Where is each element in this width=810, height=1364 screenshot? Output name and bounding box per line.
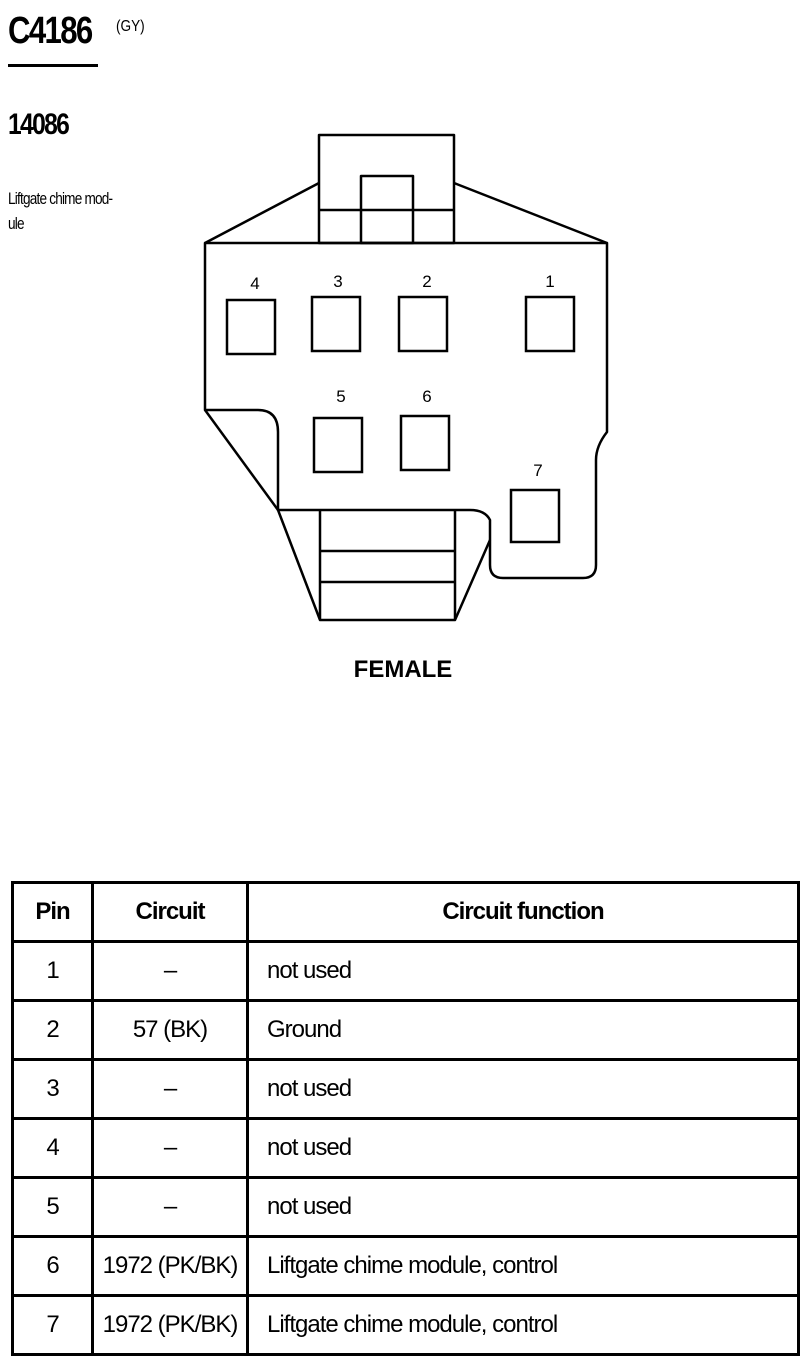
pin-cavities	[225, 295, 576, 544]
table-row: 4 – not used	[11, 1117, 800, 1179]
pin-label-2: 2	[422, 272, 431, 291]
pin-cell: 6	[11, 1235, 94, 1297]
table-row: 2 57 (BK) Ground	[11, 999, 800, 1061]
gender-label: FEMALE	[354, 656, 453, 683]
pin-cavity-7	[509, 488, 561, 544]
circuit-cell: 1972 (PK/BK)	[91, 1235, 249, 1297]
table-row: 3 – not used	[11, 1058, 800, 1120]
pin-label-6: 6	[422, 387, 431, 406]
function-cell: Liftgate chime module, control	[246, 1294, 800, 1356]
pin-label-7: 7	[533, 461, 542, 480]
function-cell: not used	[246, 940, 800, 1002]
table-row: 5 – not used	[11, 1176, 800, 1238]
pin-cell: 3	[11, 1058, 94, 1120]
pin-label-5: 5	[336, 387, 345, 406]
function-cell: Liftgate chime module, control	[246, 1235, 800, 1297]
pin-label-4: 4	[250, 274, 259, 293]
connector-color: (GY)	[116, 18, 145, 35]
connector-housing-outline	[203, 133, 609, 622]
function-cell: not used	[246, 1058, 800, 1120]
connector-id-underline	[8, 64, 98, 67]
pinout-table: Pin Circuit Circuit function 1 – not use…	[11, 881, 800, 1356]
circuit-cell: –	[91, 940, 249, 1002]
pin-cavity-6	[399, 414, 451, 472]
header-circuit: Circuit	[91, 881, 249, 943]
top-latch-block	[317, 133, 456, 245]
table-row: 6 1972 (PK/BK) Liftgate chime module, co…	[11, 1235, 800, 1297]
header-pin: Pin	[11, 881, 94, 943]
pin-cavity-5	[312, 416, 364, 474]
function-cell: Ground	[246, 999, 800, 1061]
component-description: Liftgate chime mod- ule	[8, 189, 113, 233]
circuit-cell: –	[91, 1176, 249, 1238]
table-row: 7 1972 (PK/BK) Liftgate chime module, co…	[11, 1294, 800, 1356]
pin-cell: 2	[11, 999, 94, 1061]
pin-label-1: 1	[545, 272, 554, 291]
pin-cavity-3	[310, 295, 362, 353]
pin-cavity-2	[397, 295, 449, 353]
circuit-cell: –	[91, 1058, 249, 1120]
circuit-cell: 57 (BK)	[91, 999, 249, 1061]
circuit-cell: 1972 (PK/BK)	[91, 1294, 249, 1356]
main-body	[203, 241, 609, 580]
table-row: 1 – not used	[11, 940, 800, 1002]
connector-face-diagram: 4 3 2 1 5 6 7 FEMALE	[203, 133, 609, 683]
function-cell: not used	[246, 1117, 800, 1179]
function-cell: not used	[246, 1176, 800, 1238]
pin-cell: 4	[11, 1117, 94, 1179]
pin-label-3: 3	[333, 272, 342, 291]
pin-cavity-4	[225, 298, 277, 356]
part-number: 14086	[8, 108, 70, 141]
table-header-row: Pin Circuit Circuit function	[11, 881, 800, 943]
pin-cell: 7	[11, 1294, 94, 1356]
circuit-cell: –	[91, 1117, 249, 1179]
pin-cell: 5	[11, 1176, 94, 1238]
pin-cell: 1	[11, 940, 94, 1002]
bottom-lock-tab	[276, 509, 492, 622]
connector-id: C4186	[8, 10, 93, 52]
pin-cavity-1	[524, 295, 576, 353]
header-circuit-function: Circuit function	[246, 881, 800, 943]
